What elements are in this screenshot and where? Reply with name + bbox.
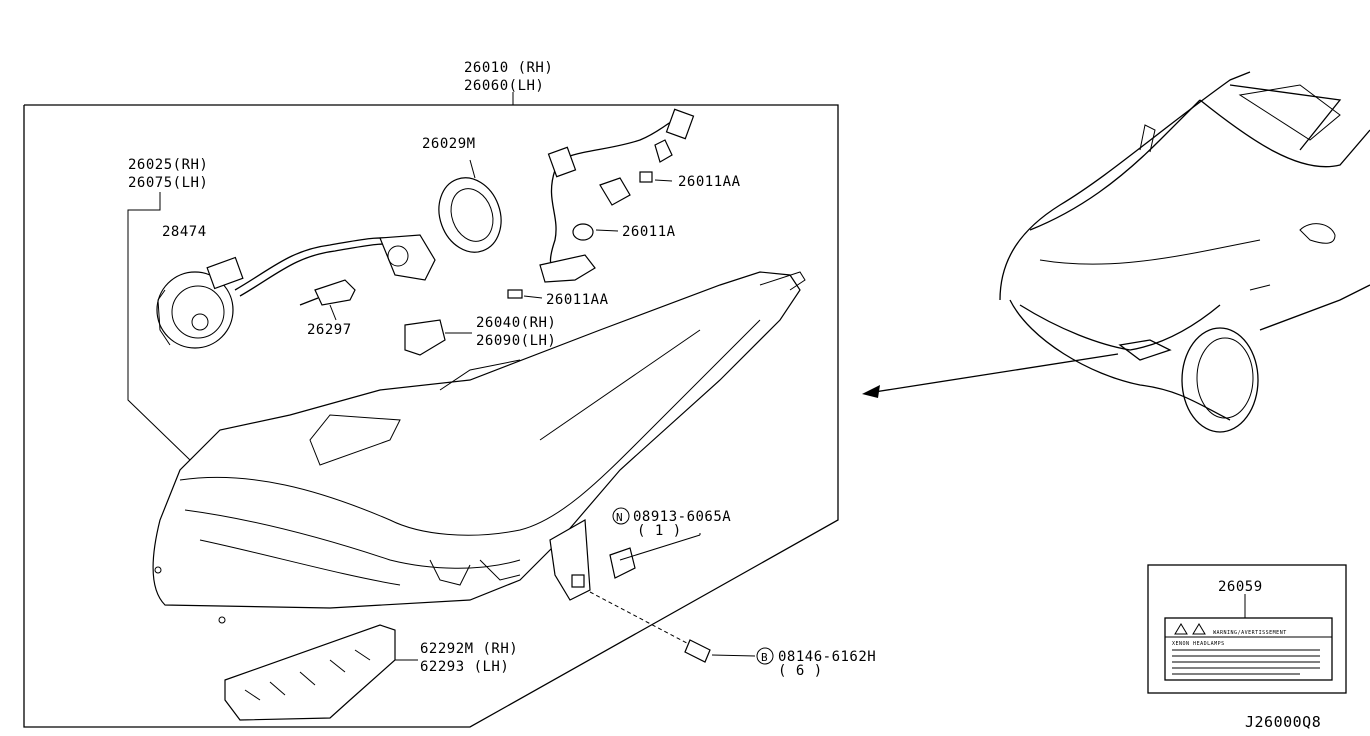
label-nut-qty: ( 1 ) <box>637 523 682 539</box>
label-bracket-rh: 26040(RH) <box>476 315 556 331</box>
bolt-prefix-circle <box>756 647 774 665</box>
label-cap: 26029M <box>422 136 476 152</box>
warning-label-heading: WARNING/AVERTISSEMENT <box>1213 630 1287 636</box>
headlamp-assembly[interactable] <box>152 271 806 624</box>
assembly-frame <box>23 104 839 728</box>
nut-prefix-circle <box>612 507 630 525</box>
label-bolt-part: 08146-6162H <box>778 649 876 665</box>
location-arrow <box>862 353 1119 398</box>
label-bracket2-rh: 62292M (RH) <box>420 641 518 657</box>
bolt-prefix: B <box>761 651 768 664</box>
label-assembly-rh: 26010 (RH) <box>464 60 553 76</box>
label-bracket2-lh: 62293 (LH) <box>420 659 509 675</box>
label-unit-lh: 26075(LH) <box>128 175 208 191</box>
nut-prefix: N <box>616 511 623 524</box>
unit-leader <box>127 192 191 461</box>
label-bolt-qty: ( 6 ) <box>778 663 823 679</box>
warning-label-box <box>1147 564 1347 694</box>
label-ballast: 28474 <box>162 224 207 240</box>
vehicle-illustration <box>999 71 1370 433</box>
bulb-26297[interactable] <box>299 279 356 321</box>
label-bracket-lh: 26090(LH) <box>476 333 556 349</box>
diagram-code: J26000Q8 <box>1245 713 1321 731</box>
label-bulb-a: 26011A <box>622 224 676 240</box>
harness-sockets[interactable] <box>507 108 695 299</box>
warning-label-subheading: XENON HEADLAMPS <box>1172 641 1225 647</box>
ballast-28474[interactable] <box>156 234 436 349</box>
label-warning-part: 26059 <box>1218 579 1263 595</box>
label-assembly-lh: 26060(LH) <box>464 78 544 94</box>
cap-26029M[interactable] <box>429 159 511 261</box>
bolt-08146[interactable] <box>684 639 756 663</box>
bracket-26040[interactable] <box>404 319 472 356</box>
label-unit-rh: 26025(RH) <box>128 157 208 173</box>
mount-bracket[interactable] <box>549 519 701 651</box>
label-nut-part: 08913-6065A <box>633 509 731 525</box>
label-bulb-aa-top: 26011AA <box>678 174 741 190</box>
label-bulb-aa-bottom: 26011AA <box>546 292 609 308</box>
bracket-62292M[interactable] <box>224 624 418 721</box>
label-bulb-26297: 26297 <box>307 322 352 338</box>
